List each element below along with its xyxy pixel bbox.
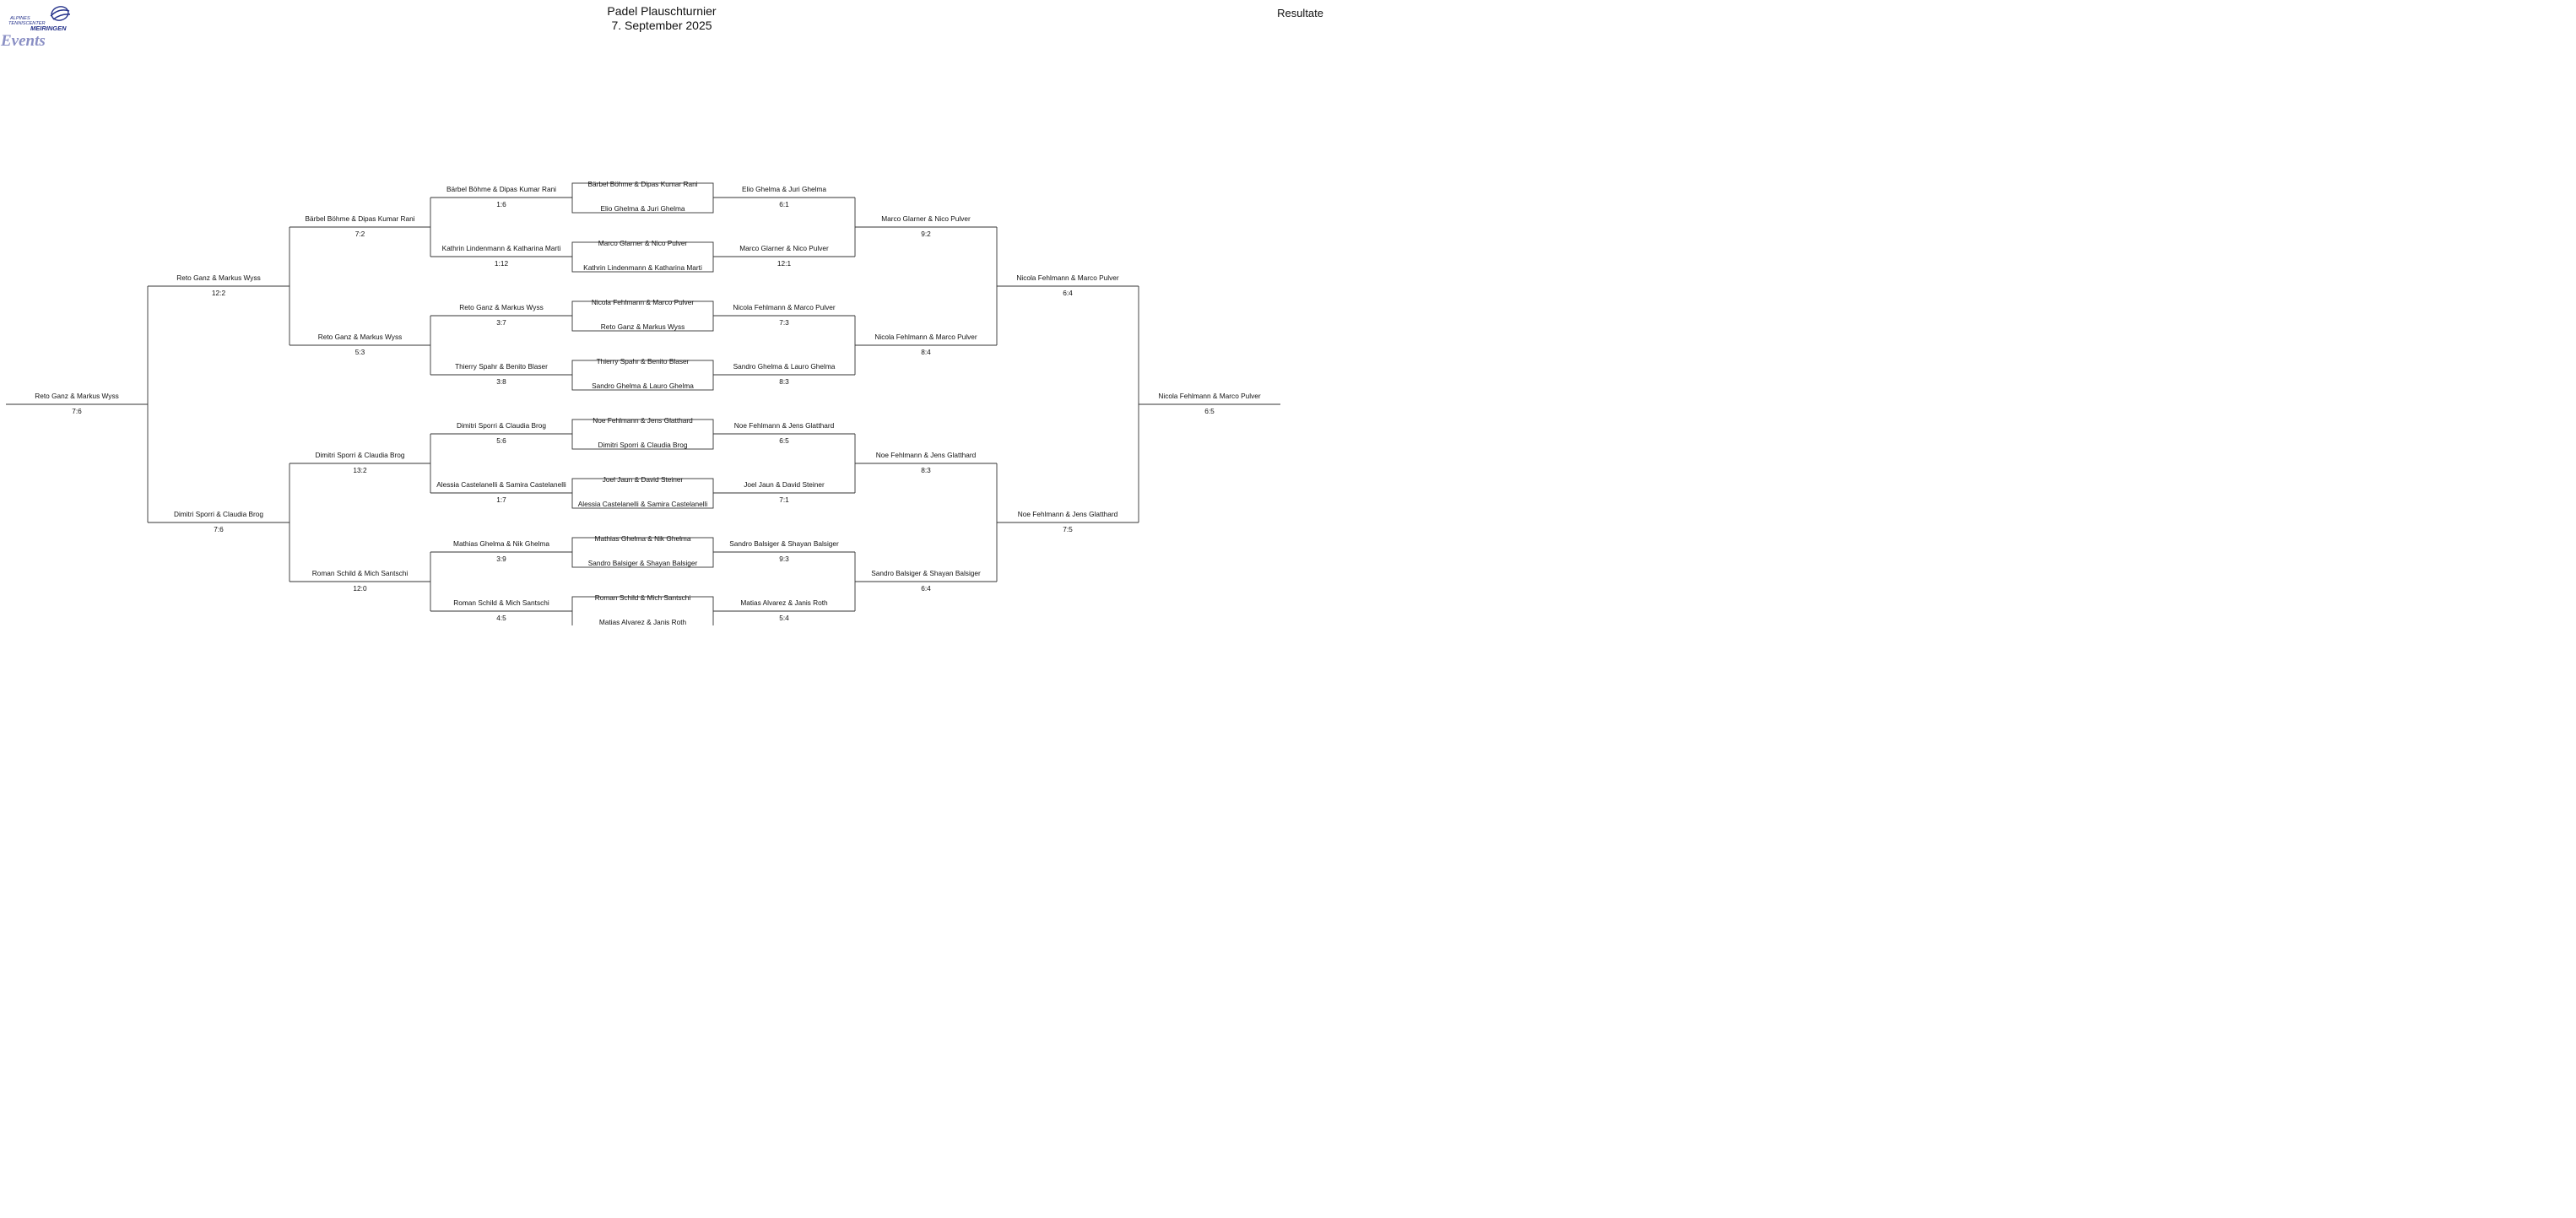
left-round1-entry-team: Mathias Ghelma & Nik Ghelma [453, 539, 549, 548]
right-round1-entry-score: 6:1 [779, 200, 789, 208]
logo-line2: TENNISCENTER [8, 21, 46, 26]
right-round2-entry-score: 6:4 [921, 584, 931, 593]
match-box-top-team: Bärbel Böhme & Dipas Kumar Rani [587, 180, 698, 188]
match-box-top-team: Marco Glarner & Nico Pulver [598, 239, 688, 247]
club-logo: ALPINES TENNISCENTER MEIRINGEN Events [0, 6, 71, 48]
right-round3-entry-team: Noe Fehlmann & Jens Glatthard [1017, 510, 1118, 518]
right-final-entry-team: Nicola Fehlmann & Marco Pulver [1158, 392, 1261, 400]
match-box [571, 478, 714, 509]
match-box-bottom-team: Dimitri Sporri & Claudia Brog [598, 441, 688, 449]
right-round1-entry-score: 7:1 [779, 495, 789, 504]
right-round1-entry-team: Matias Alvarez & Janis Roth [740, 598, 828, 607]
match-box [571, 241, 714, 273]
match-box-top-team: Nicola Fehlmann & Marco Pulver [591, 298, 695, 306]
match-box [571, 419, 714, 450]
right-round1-entry-score: 9:3 [779, 555, 789, 563]
right-round3-entry-score: 6:4 [1063, 289, 1073, 297]
right-round2-entry-score: 9:2 [921, 230, 931, 238]
left-round3-entry-team: Reto Ganz & Markus Wyss [176, 273, 261, 282]
left-round2-entry-score: 13:2 [353, 466, 367, 474]
left-round2-entry-score: 5:3 [354, 348, 365, 356]
page-header: Padel Plauschturnier 7. September 2025 [0, 4, 1323, 33]
right-round2-entry-team: Nicola Fehlmann & Marco Pulver [874, 333, 977, 341]
right-round1-entry-team: Sandro Balsiger & Shayan Balsiger [729, 539, 839, 548]
tournament-bracket [6, 182, 1280, 625]
match-box-bottom-team: Matias Alvarez & Janis Roth [598, 618, 687, 626]
left-round1-entry-score: 4:5 [496, 614, 506, 622]
match-box [571, 300, 714, 332]
left-round1-entry-score: 1:7 [496, 495, 506, 504]
right-round1-entry-team: Noe Fehlmann & Jens Glatthard [733, 421, 835, 430]
left-round1-entry-score: 1:12 [494, 259, 509, 268]
left-round1-entry-score: 1:6 [496, 200, 506, 208]
right-round3-entry-score: 7:5 [1063, 525, 1073, 533]
right-round1-entry-team: Marco Glarner & Nico Pulver [739, 244, 829, 252]
page-title: Padel Plauschturnier [607, 4, 717, 18]
right-final-entry-score: 6:5 [1204, 407, 1215, 415]
right-round3-entry-team: Nicola Fehlmann & Marco Pulver [1016, 273, 1119, 282]
match-box-top-team: Roman Schild & Mich Santschi [594, 593, 691, 602]
left-final-entry-team: Reto Ganz & Markus Wyss [35, 392, 119, 400]
left-round1-entry-team: Thierry Spahr & Benito Blaser [455, 362, 548, 371]
results-label: Resultate [1277, 7, 1323, 19]
right-round2-entry-team: Marco Glarner & Nico Pulver [881, 214, 971, 223]
left-round1-entry-team: Alessia Castelanelli & Samira Castelanel… [436, 480, 566, 489]
right-round1-entry-team: Joel Jaun & David Steiner [744, 480, 825, 489]
match-box-top-team: Noe Fehlmann & Jens Glatthard [593, 416, 693, 425]
logo-line3: MEIRINGEN [30, 24, 67, 32]
match-box-top-team: Mathias Ghelma & Nik Ghelma [594, 534, 691, 543]
left-round1-entry-team: Kathrin Lindenmann & Katharina Marti [441, 244, 561, 252]
left-round1-entry-score: 3:7 [496, 318, 506, 327]
right-round1-entry-team: Sandro Ghelma & Lauro Ghelma [733, 362, 836, 371]
right-round1-entry-team: Elio Ghelma & Juri Ghelma [741, 185, 827, 193]
left-round1-entry-score: 3:9 [496, 555, 506, 563]
logo-wordmark: Events [0, 32, 46, 48]
match-box-bottom-team: Sandro Ghelma & Lauro Ghelma [592, 382, 694, 390]
match-box-bottom-team: Kathrin Lindenmann & Katharina Marti [583, 263, 702, 272]
left-round3-entry-team: Dimitri Sporri & Claudia Brog [173, 510, 264, 518]
right-round2-entry-team: Sandro Balsiger & Shayan Balsiger [871, 569, 981, 577]
left-round2-entry-score: 12:0 [353, 584, 367, 593]
match-box-top-team: Joel Jaun & David Steiner [602, 475, 684, 484]
right-round1-entry-score: 8:3 [779, 377, 789, 386]
match-box [571, 182, 714, 214]
right-round2-entry-score: 8:3 [921, 466, 931, 474]
left-final-entry-score: 7:6 [72, 407, 82, 415]
left-round3-entry-score: 12:2 [211, 289, 226, 297]
match-box-bottom-team: Elio Ghelma & Juri Ghelma [600, 204, 685, 213]
left-round1-entry-score: 3:8 [496, 377, 506, 386]
left-round1-entry-team: Roman Schild & Mich Santschi [453, 598, 549, 607]
left-round2-entry-team: Roman Schild & Mich Santschi [311, 569, 409, 577]
right-round1-entry-team: Nicola Fehlmann & Marco Pulver [733, 303, 836, 311]
match-box-bottom-team: Alessia Castelanelli & Samira Castelanel… [577, 500, 708, 508]
match-box [571, 596, 714, 625]
left-round1-entry-score: 5:6 [496, 436, 506, 445]
left-round1-entry-team: Bärbel Böhme & Dipas Kumar Rani [446, 185, 557, 193]
left-round2-entry-team: Bärbel Böhme & Dipas Kumar Rani [305, 214, 415, 223]
right-round1-entry-score: 7:3 [779, 318, 789, 327]
match-box-bottom-team: Sandro Balsiger & Shayan Balsiger [587, 559, 698, 567]
right-round1-entry-score: 6:5 [779, 436, 789, 445]
right-round2-entry-score: 8:4 [921, 348, 931, 356]
logo-line1: ALPINES [9, 16, 30, 21]
left-round1-entry-team: Reto Ganz & Markus Wyss [459, 303, 544, 311]
right-round2-entry-team: Noe Fehlmann & Jens Glatthard [875, 451, 977, 459]
event-date: 7. September 2025 [611, 19, 712, 32]
match-box [571, 360, 714, 391]
left-round2-entry-team: Dimitri Sporri & Claudia Brog [315, 451, 405, 459]
match-box [571, 537, 714, 568]
right-round1-entry-score: 12:1 [777, 259, 792, 268]
match-box-top-team: Thierry Spahr & Benito Blaser [596, 357, 690, 365]
left-round2-entry-score: 7:2 [354, 230, 365, 238]
left-round1-entry-team: Dimitri Sporri & Claudia Brog [456, 421, 547, 430]
left-round2-entry-team: Reto Ganz & Markus Wyss [317, 333, 403, 341]
match-box-bottom-team: Reto Ganz & Markus Wyss [600, 322, 685, 331]
left-round3-entry-score: 7:6 [214, 525, 224, 533]
right-round1-entry-score: 5:4 [779, 614, 789, 622]
